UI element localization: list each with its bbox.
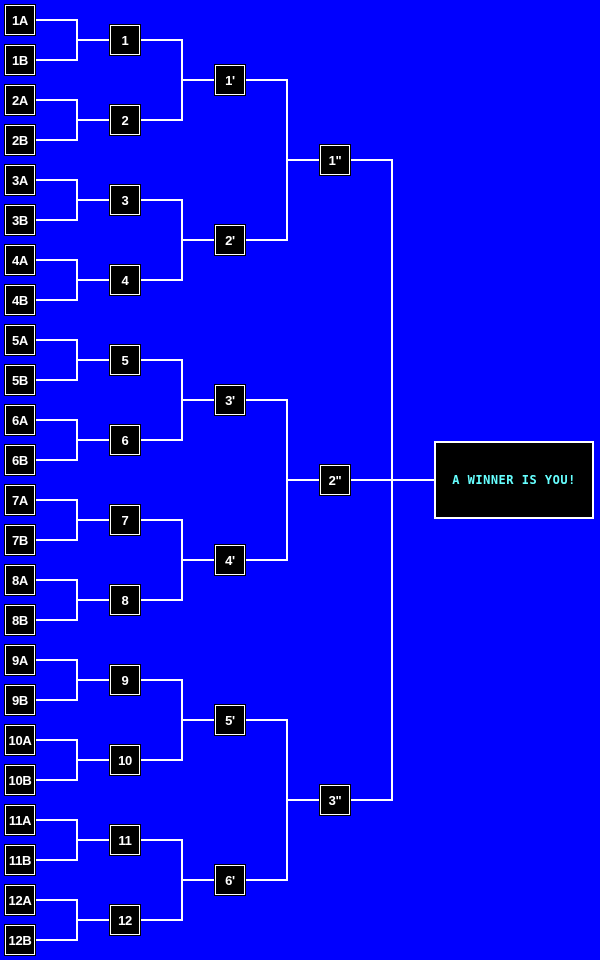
connector-r1-7-fork xyxy=(35,499,78,541)
connector-r1-8-fork xyxy=(35,579,78,621)
round1-match-2: 2 xyxy=(109,104,141,136)
round1-match-5: 5 xyxy=(109,344,141,376)
connector-r2-6-fork xyxy=(140,839,183,921)
entrant-6a: 6A xyxy=(4,404,36,436)
round1-match-9: 9 xyxy=(109,664,141,696)
connector-r1-5-fork xyxy=(35,339,78,381)
connector-r1-10-fork xyxy=(35,739,78,781)
entrant-10a: 10A xyxy=(4,724,36,756)
connector-r2-2-fork xyxy=(140,199,183,281)
entrant-11b: 11B xyxy=(4,844,36,876)
entrant-4b: 4B xyxy=(4,284,36,316)
round2-match-4: 4' xyxy=(214,544,246,576)
round2-match-1: 1' xyxy=(214,64,246,96)
entrant-5a: 5A xyxy=(4,324,36,356)
round1-match-1: 1 xyxy=(109,24,141,56)
connector-r1-6-fork xyxy=(35,419,78,461)
entrant-9a: 9A xyxy=(4,644,36,676)
winner-box: A WINNER IS YOU! xyxy=(434,441,594,519)
connector-r2-1-fork xyxy=(140,39,183,121)
connector-r3-1-fork xyxy=(245,79,288,241)
entrant-8b: 8B xyxy=(4,604,36,636)
round2-match-3: 3' xyxy=(214,384,246,416)
entrant-2a: 2A xyxy=(4,84,36,116)
round1-match-6: 6 xyxy=(109,424,141,456)
round2-match-6: 6' xyxy=(214,864,246,896)
entrant-6b: 6B xyxy=(4,444,36,476)
connector-r1-12-fork xyxy=(35,899,78,941)
entrant-3b: 3B xyxy=(4,204,36,236)
winner-text: A WINNER IS YOU! xyxy=(452,473,576,487)
connector-r3-2-fork xyxy=(245,399,288,561)
entrant-7a: 7A xyxy=(4,484,36,516)
round1-match-3: 3 xyxy=(109,184,141,216)
round2-match-5: 5' xyxy=(214,704,246,736)
connector-r1-2-fork xyxy=(35,99,78,141)
connector-r2-3-fork xyxy=(140,359,183,441)
round2-match-2: 2' xyxy=(214,224,246,256)
round1-match-10: 10 xyxy=(109,744,141,776)
entrant-1b: 1B xyxy=(4,44,36,76)
entrant-3a: 3A xyxy=(4,164,36,196)
connector-r1-3-fork xyxy=(35,179,78,221)
entrant-11a: 11A xyxy=(4,804,36,836)
entrant-7b: 7B xyxy=(4,524,36,556)
entrant-4a: 4A xyxy=(4,244,36,276)
round1-match-7: 7 xyxy=(109,504,141,536)
round3-match-2: 2" xyxy=(319,464,351,496)
connector-r1-1-fork xyxy=(35,19,78,61)
entrant-5b: 5B xyxy=(4,364,36,396)
connector-r3-3-fork xyxy=(245,719,288,881)
round1-match-11: 11 xyxy=(109,824,141,856)
round1-match-12: 12 xyxy=(109,904,141,936)
entrant-2b: 2B xyxy=(4,124,36,156)
entrant-10b: 10B xyxy=(4,764,36,796)
entrant-8a: 8A xyxy=(4,564,36,596)
entrant-1a: 1A xyxy=(4,4,36,36)
round3-match-1: 1" xyxy=(319,144,351,176)
connector-r2-5-fork xyxy=(140,679,183,761)
entrant-9b: 9B xyxy=(4,684,36,716)
connector-r1-11-fork xyxy=(35,819,78,861)
entrant-12a: 12A xyxy=(4,884,36,916)
connector-r1-9-fork xyxy=(35,659,78,701)
round1-match-4: 4 xyxy=(109,264,141,296)
round3-match-3: 3" xyxy=(319,784,351,816)
connector-r1-4-fork xyxy=(35,259,78,301)
connector-r2-4-fork xyxy=(140,519,183,601)
entrant-12b: 12B xyxy=(4,924,36,956)
round1-match-8: 8 xyxy=(109,584,141,616)
